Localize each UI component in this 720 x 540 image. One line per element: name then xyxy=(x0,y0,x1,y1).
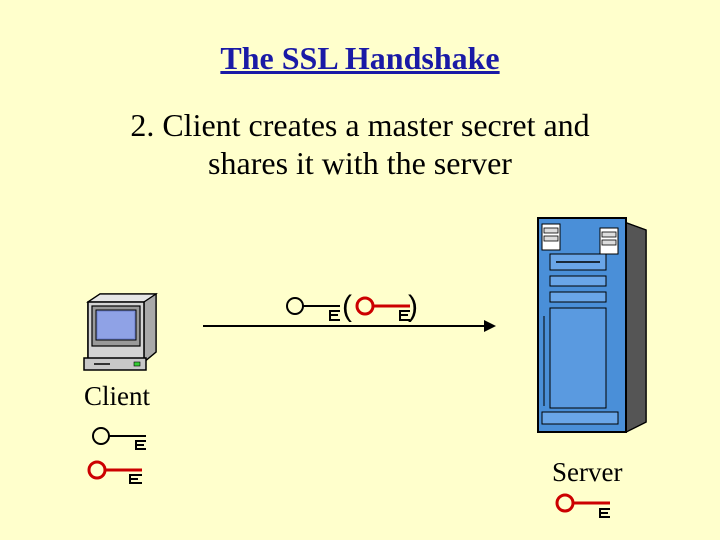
subtitle-line-1: 2. Client creates a master secret and xyxy=(60,106,660,144)
slide-subtitle: 2. Client creates a master secret and sh… xyxy=(60,106,660,182)
key-icon xyxy=(90,425,152,451)
key-icon xyxy=(554,492,616,520)
close-paren: ) xyxy=(408,290,418,324)
server-icon xyxy=(528,216,652,438)
computer-icon xyxy=(80,292,160,374)
key-icon xyxy=(284,292,346,326)
slide-title: The SSL Handshake xyxy=(0,40,720,77)
key-icon xyxy=(354,292,416,326)
server-label: Server xyxy=(552,457,622,488)
open-paren: ( xyxy=(342,290,352,324)
subtitle-line-2: shares it with the server xyxy=(60,144,660,182)
client-label: Client xyxy=(84,381,150,412)
key-icon xyxy=(86,459,148,485)
